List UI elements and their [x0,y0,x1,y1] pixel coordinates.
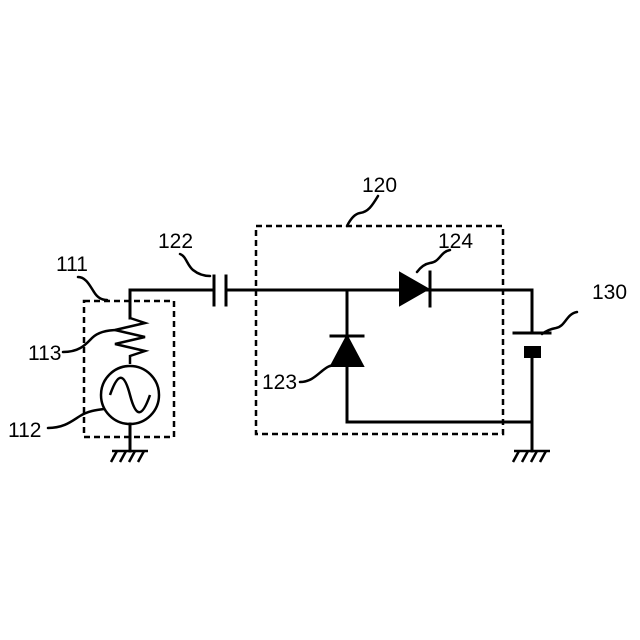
capacitor-122 [214,276,226,305]
battery-130 [514,333,550,357]
series-diode-124 [400,272,430,306]
leader-130 [542,312,577,334]
leader-124 [417,250,450,272]
label-111: 111 [56,253,88,276]
ground-symbol-load [513,451,550,462]
ground-symbol-source [111,451,148,462]
source-module-boundary [84,301,174,437]
leader-120 [347,196,378,226]
resistor-113 [115,318,145,364]
label-112: 112 [8,419,41,442]
source-top-wire [130,290,212,318]
leader-112 [48,409,104,428]
sine-wave-icon [110,378,150,413]
label-113: 113 [28,342,61,365]
leader-123 [300,365,336,382]
leader-122 [180,254,210,276]
rectifier-block-boundary [256,226,503,434]
leader-113 [63,330,118,352]
label-120: 120 [362,174,397,197]
shunt-diode-123 [331,336,363,366]
leader-111 [78,277,107,300]
label-124: 124 [438,230,473,253]
label-130: 130 [592,281,627,304]
label-123: 123 [262,371,297,394]
label-122: 122 [158,230,193,253]
